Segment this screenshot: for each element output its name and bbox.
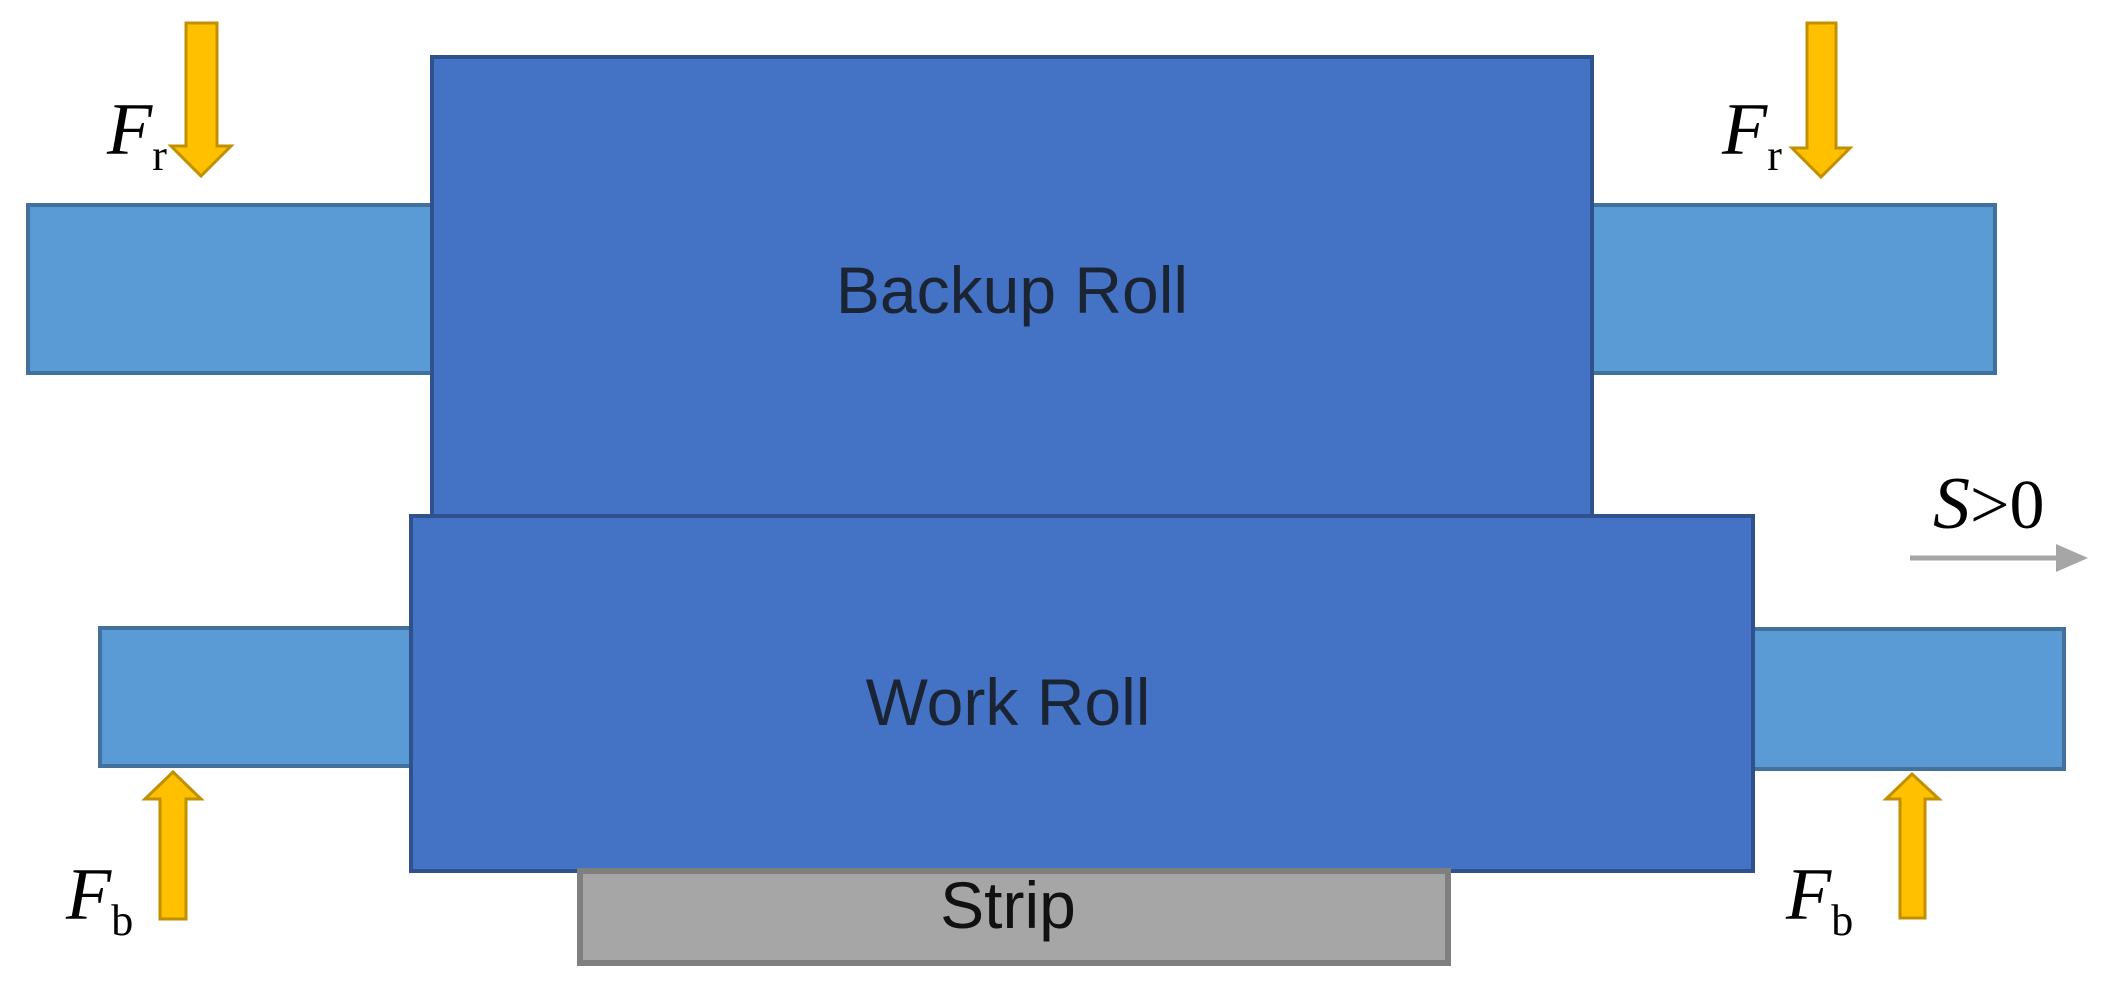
bending-force-label-right: Fb xyxy=(1785,854,1853,945)
backup-roll-label: Backup Roll xyxy=(836,253,1188,327)
backup-roll-neck-left xyxy=(26,203,434,375)
work-roll-body xyxy=(409,514,1755,873)
work-roll-neck-right xyxy=(1751,627,2066,771)
shift-symbol: S xyxy=(1933,463,1970,545)
force-subscript: r xyxy=(152,131,167,180)
strip-body xyxy=(577,868,1451,966)
work-roll-neck-left xyxy=(98,626,413,768)
shift-label: S>0 xyxy=(1933,463,2044,545)
force-subscript: b xyxy=(1831,896,1853,945)
roll-force-label-left: Fr xyxy=(106,89,167,180)
force-subscript: b xyxy=(111,896,133,945)
force-symbol: F xyxy=(1721,89,1768,171)
force-symbol: F xyxy=(106,89,153,171)
roll-force-arrow-down-right xyxy=(1788,21,1854,180)
bending-force-arrow-up-left xyxy=(141,769,205,921)
shift-relation: >0 xyxy=(1970,467,2044,544)
roll-force-label-right: Fr xyxy=(1721,89,1782,180)
bending-force-arrow-up-right xyxy=(1882,771,1943,920)
bending-force-label-left: Fb xyxy=(65,854,133,945)
roll-force-arrow-down-left xyxy=(167,21,235,179)
work-roll-label: Work Roll xyxy=(866,665,1151,739)
shift-arrow-head xyxy=(2056,544,2088,572)
strip-label: Strip xyxy=(940,868,1076,942)
backup-roll-neck-right xyxy=(1590,203,1997,375)
force-symbol: F xyxy=(65,854,112,936)
force-symbol: F xyxy=(1785,854,1832,936)
force-subscript: r xyxy=(1767,131,1782,180)
backup-roll-body xyxy=(430,55,1594,518)
